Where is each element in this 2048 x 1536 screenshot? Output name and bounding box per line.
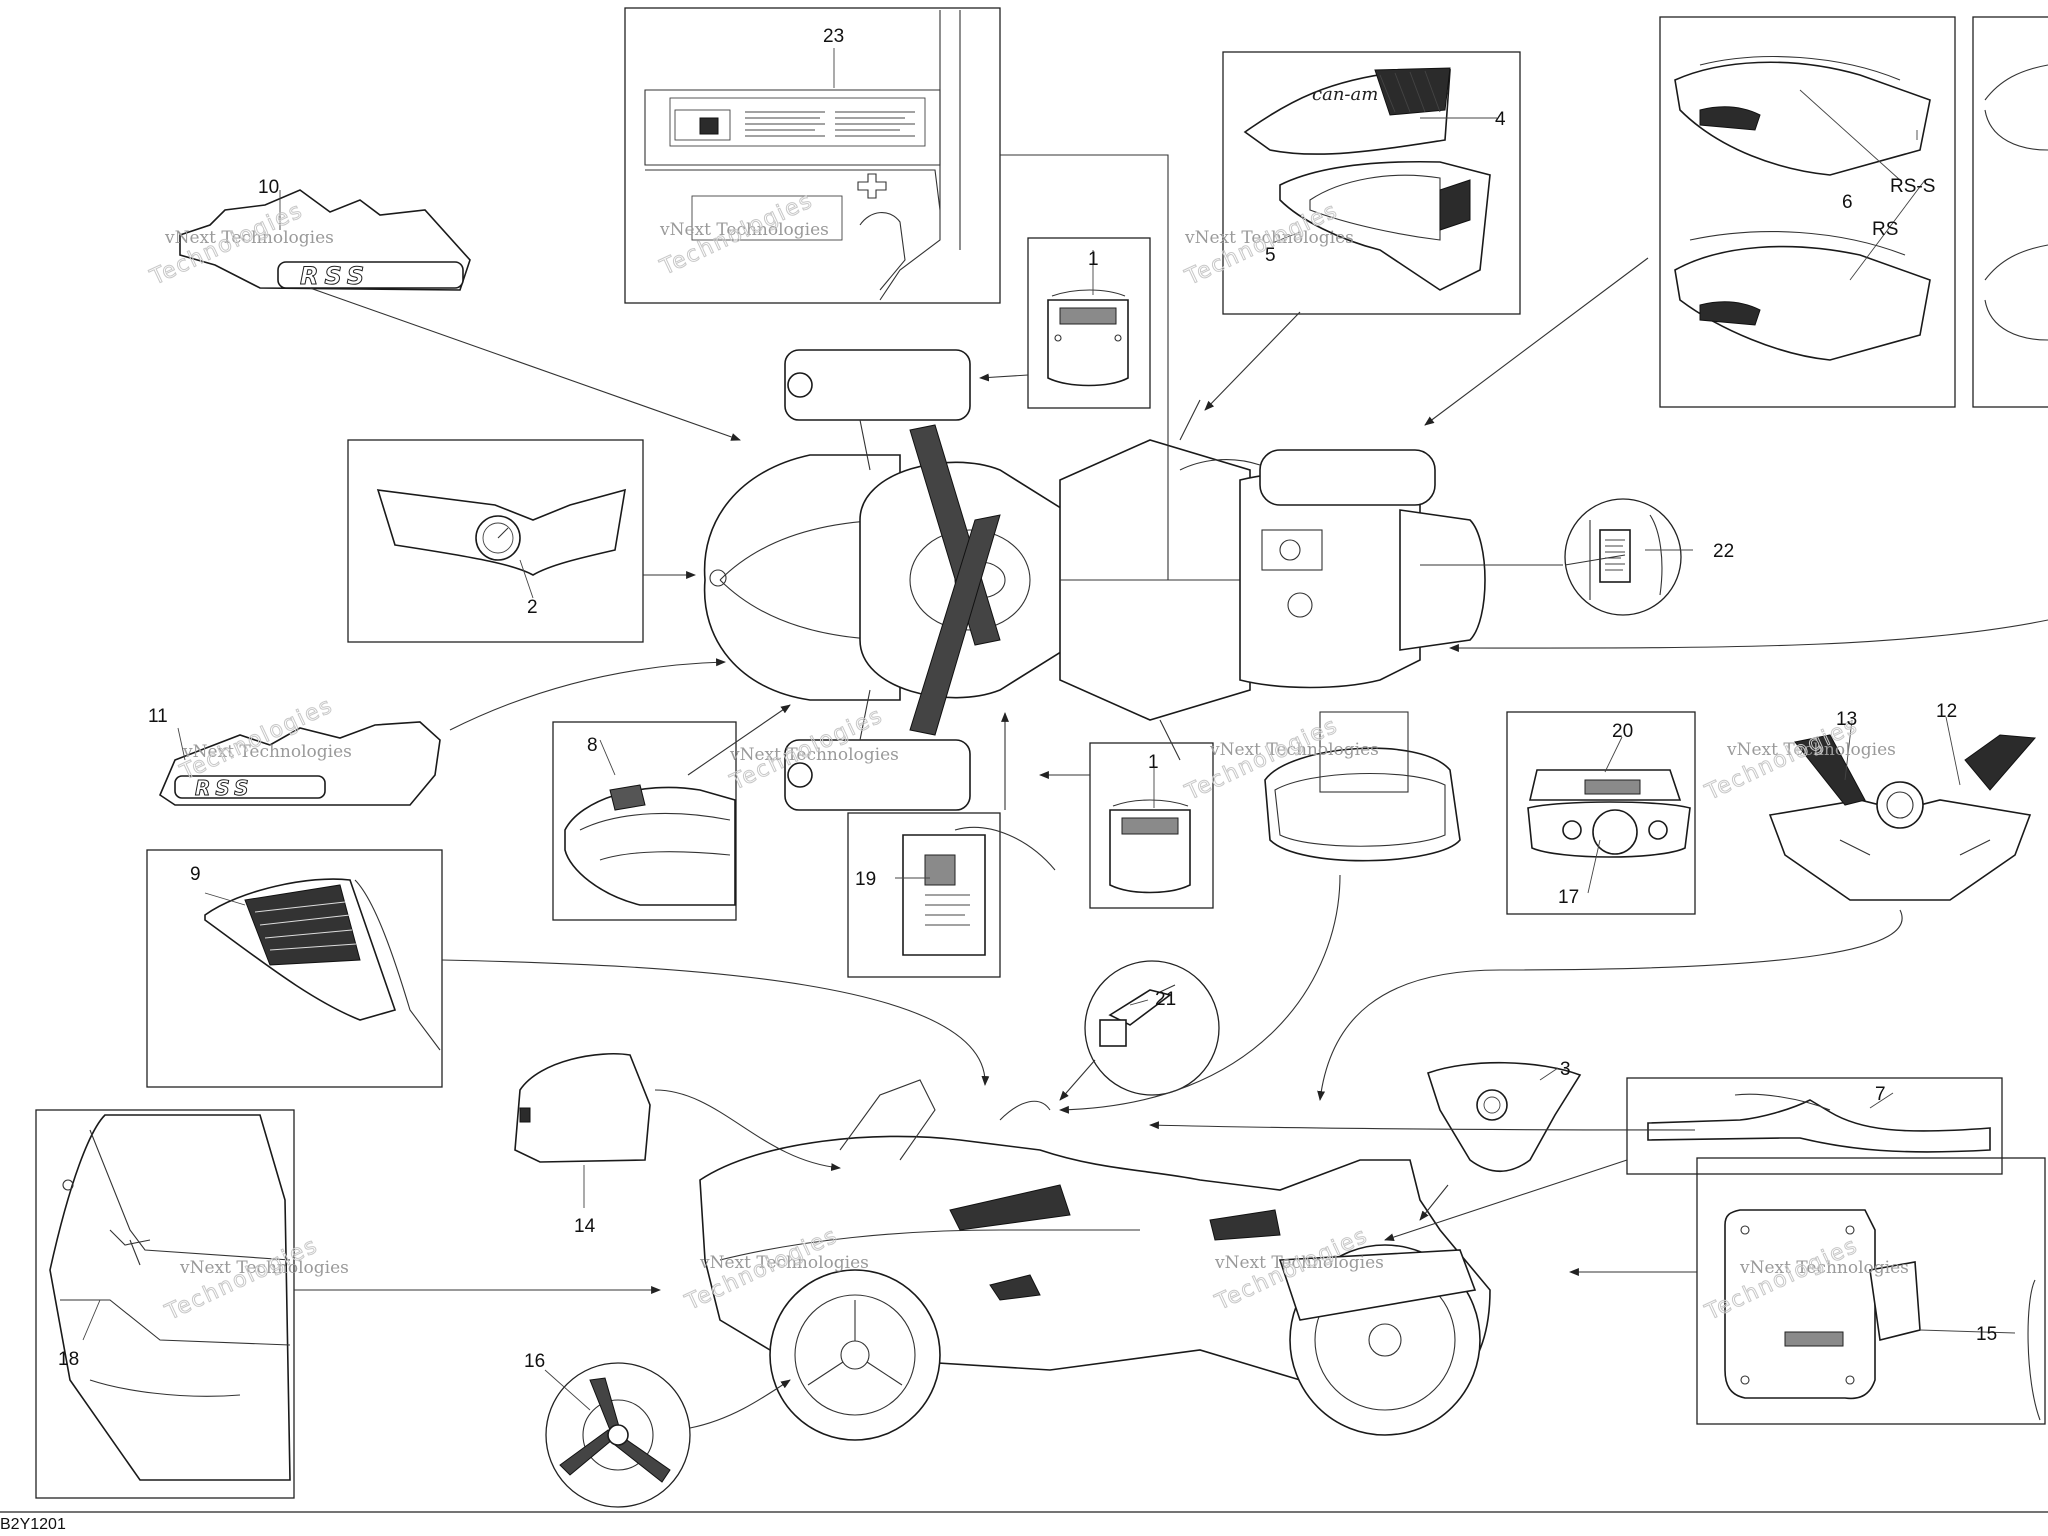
inset-15-drawing: [1724, 1209, 2041, 1421]
callout-23: 23: [823, 26, 844, 47]
callout-19: 19: [855, 869, 876, 890]
inset-2-drawing: [376, 488, 626, 576]
decal-10-drawing: RSS: [179, 189, 471, 291]
inset-23-drawing: [644, 10, 961, 301]
svg-text:vNext Technologies: vNext Technologies: [1184, 228, 1354, 248]
callout-leaders: [82, 48, 2016, 1411]
svg-text:vNext Technologies: vNext Technologies: [729, 745, 899, 765]
decal-11-logo: RSS: [195, 776, 254, 800]
decal-10-logo: RSS: [300, 262, 370, 290]
inset-19-frame: [847, 812, 1001, 978]
svg-text:vNext Technologies: vNext Technologies: [1739, 1258, 1909, 1278]
callout-18: 18: [58, 1349, 79, 1370]
callouts: 23 1 4 5 6 RS-S RS 10 2 22 11 8 1 19 20 …: [58, 26, 1997, 1372]
inset-21-frame: [1084, 960, 1220, 1096]
callout-12: 12: [1936, 701, 1957, 722]
cluster-drawing: [1264, 711, 1691, 862]
inset-20-frame: [1506, 711, 1696, 915]
inset-9-drawing: [204, 878, 441, 1051]
svg-text:vNext Technologies: vNext Technologies: [1726, 740, 1896, 760]
svg-text:vNext Technologies: vNext Technologies: [699, 1253, 869, 1273]
inset-15-frame: [1696, 1157, 2046, 1425]
inset-18-frame: [35, 1109, 295, 1499]
side-view-vehicle: [699, 1079, 1491, 1441]
callout-5: 5: [1265, 245, 1276, 266]
svg-text:vNext Technologies: vNext Technologies: [182, 742, 352, 762]
svg-text:vNext Technologies: vNext Technologies: [1214, 1253, 1384, 1273]
inset-19-drawing: [902, 826, 1056, 956]
inset-16-drawing: [559, 1377, 671, 1483]
callout-14: 14: [574, 1216, 596, 1237]
callout-rs: RS: [1872, 219, 1898, 240]
inset-1-bottom-frame: [1089, 742, 1214, 909]
callout-7: 7: [1875, 1084, 1886, 1105]
inset-4-5-drawing: can-am: [1243, 67, 1491, 291]
svg-text:can-am: can-am: [1312, 84, 1378, 105]
callout-13: 13: [1836, 709, 1857, 730]
callout-10: 10: [258, 177, 279, 198]
inset-9-frame: [146, 849, 443, 1088]
callout-9: 9: [190, 864, 201, 885]
inset-4-5-frame: [1222, 51, 1521, 315]
callout-22: 22: [1713, 541, 1734, 562]
inset-6-drawing: [1674, 56, 2048, 361]
svg-text:vNext Technologies: vNext Technologies: [1209, 740, 1379, 760]
diagram-code: B2Y1201: [0, 1516, 66, 1533]
inset-21-drawing: [1099, 984, 1176, 1047]
strip-7: [1647, 1099, 1991, 1153]
inset-22-frame: [1564, 498, 1682, 616]
callout-2: 2: [527, 597, 538, 618]
callout-3: 3: [1560, 1059, 1571, 1080]
callout-15: 15: [1976, 1324, 1997, 1345]
callout-21: 21: [1155, 989, 1176, 1010]
inset-8-drawing: [564, 784, 736, 906]
inset-1-top-frame: [1027, 237, 1151, 409]
inset-18-drawing: [49, 1114, 291, 1481]
callout-rs-s: RS-S: [1890, 176, 1935, 197]
decal-11-drawing: RSS: [159, 721, 441, 806]
top-view-vehicle: [703, 349, 1486, 811]
svg-text:vNext Technologies: vNext Technologies: [164, 228, 334, 248]
callout-1-bottom: 1: [1148, 752, 1159, 773]
callout-8: 8: [587, 735, 598, 756]
callout-17: 17: [1558, 887, 1579, 908]
callout-4: 4: [1495, 109, 1506, 130]
svg-text:vNext Technologies: vNext Technologies: [179, 1258, 349, 1278]
callout-1-top: 1: [1088, 249, 1099, 270]
leader-lines: [294, 154, 2048, 1429]
callout-20: 20: [1612, 721, 1633, 742]
inset-2-frame: [347, 439, 644, 643]
inset-1-bottom-drawing: [1109, 799, 1191, 894]
handlebar-drawing: [1768, 734, 2037, 901]
fairing-3-drawing: [1426, 1061, 1582, 1172]
callout-16: 16: [524, 1351, 545, 1372]
inset-6b-frame: [1972, 16, 2048, 408]
inset-1-top-drawing: [1047, 289, 1129, 387]
callout-6: 6: [1842, 192, 1853, 213]
windshield-14: [514, 1052, 651, 1163]
inset-22-drawing: [1589, 514, 1663, 600]
svg-text:vNext Technologies: vNext Technologies: [659, 220, 829, 240]
inset-8-frame: [552, 721, 737, 921]
callout-11: 11: [148, 706, 168, 727]
inset-16-frame: [545, 1362, 691, 1508]
inset-6-frame: [1659, 16, 1956, 408]
inset-7-frame: [1626, 1077, 2003, 1175]
